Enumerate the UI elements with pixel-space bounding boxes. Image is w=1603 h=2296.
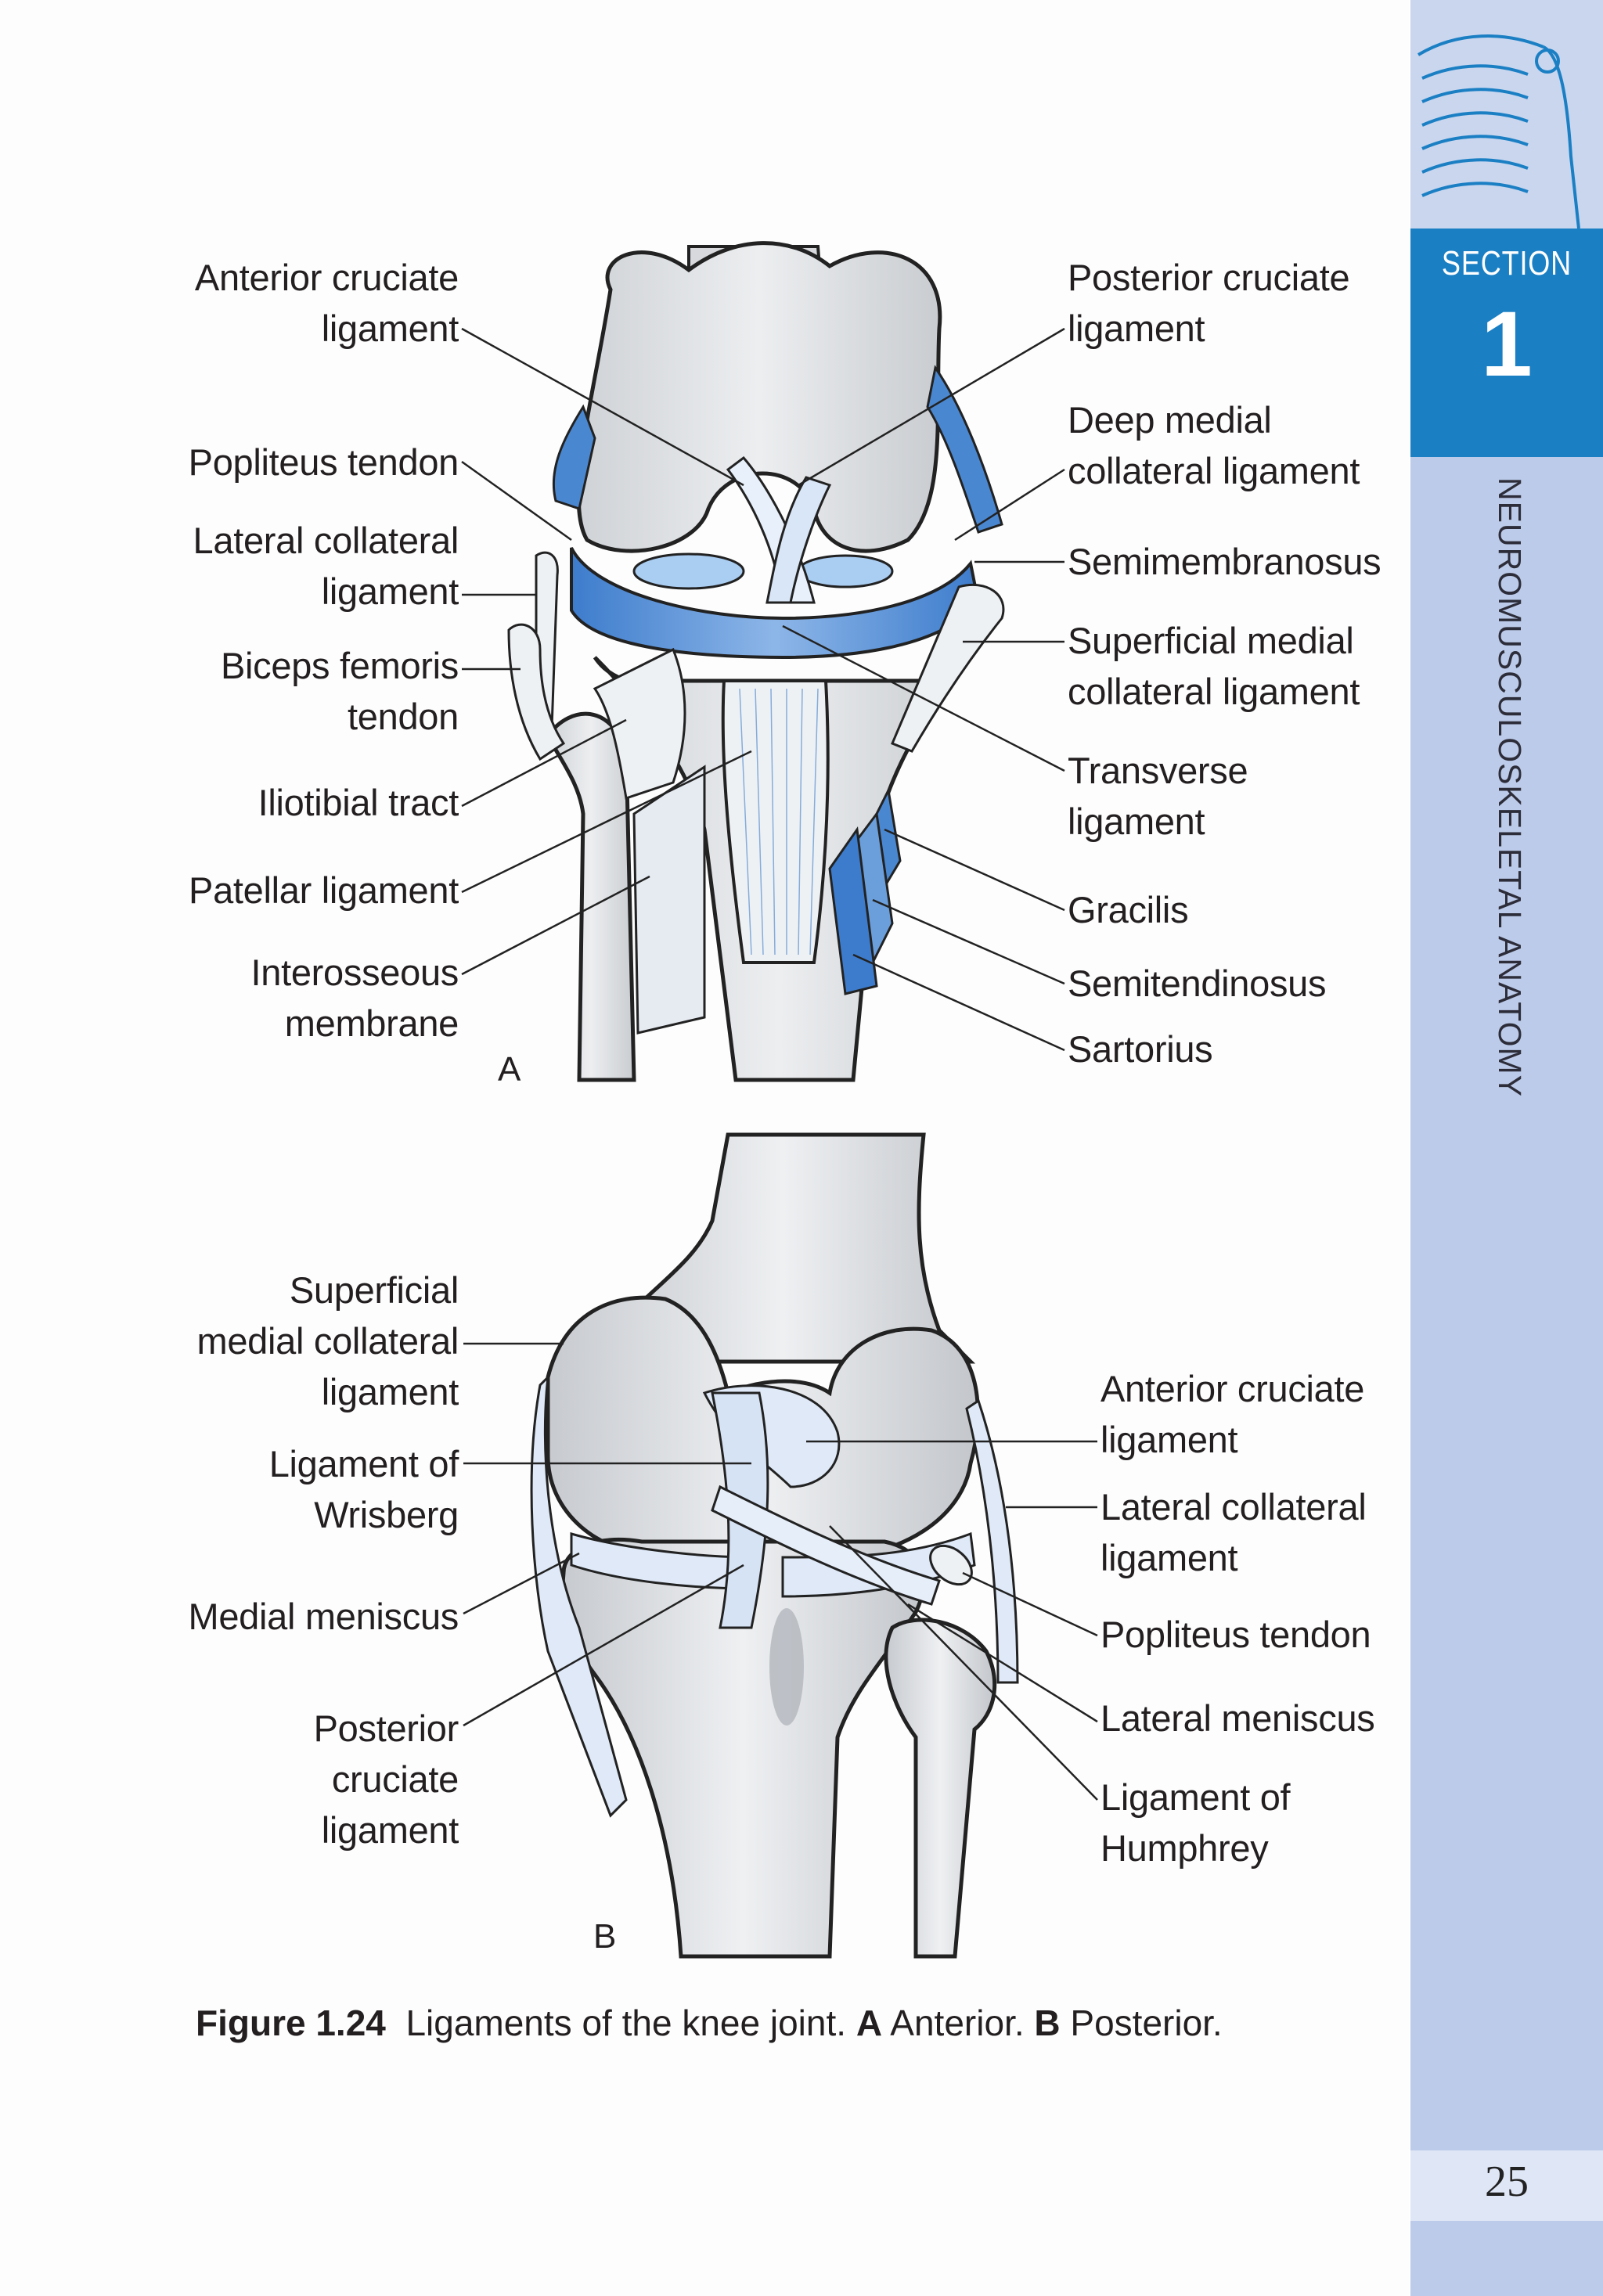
panel-letter-b: B <box>593 1917 617 1956</box>
label-biceps-femoris-tendon: Biceps femoris tendon <box>220 645 459 737</box>
figure-b-knee-posterior <box>463 1132 1098 1959</box>
label-semimembranosus: Semimembranosus <box>1068 541 1381 582</box>
label-semitendinosus: Semitendinosus <box>1068 963 1327 1004</box>
page-number: 25 <box>1485 2157 1529 2206</box>
skeleton-thumbnail <box>1410 0 1603 229</box>
section-label: SECTION <box>1441 244 1572 283</box>
label-lateral-collateral-ligament-a: Lateral collateral ligament <box>193 520 459 612</box>
section-sidebar: SECTION 1 25 <box>1410 0 1603 2296</box>
section-badge: SECTION 1 <box>1410 229 1603 457</box>
skeleton-icon <box>1417 34 1580 229</box>
label-superficial-medial-collateral-ligament-a: Superficial medial collateral ligament <box>1068 620 1360 712</box>
label-deep-medial-collateral-ligament: Deep medial collateral ligament <box>1068 399 1360 491</box>
caption-text: Ligaments of the knee joint. <box>405 2003 847 2043</box>
label-medial-meniscus: Medial meniscus <box>188 1596 459 1637</box>
label-lateral-collateral-ligament-b: Lateral collateral ligament <box>1100 1486 1367 1578</box>
label-ligament-of-wrisberg: Ligament of Wrisberg <box>268 1443 459 1535</box>
label-sartorius: Sartorius <box>1068 1028 1213 1070</box>
caption-b-letter: B <box>1034 2003 1061 2043</box>
label-popliteus-tendon-b: Popliteus tendon <box>1100 1614 1371 1655</box>
caption-a-letter: A <box>856 2003 883 2043</box>
page-number-box: 25 <box>1410 2150 1603 2221</box>
caption-a-text: Anterior. <box>890 2003 1025 2043</box>
label-popliteus-tendon-a: Popliteus tendon <box>188 441 459 483</box>
label-gracilis: Gracilis <box>1068 889 1189 930</box>
label-transverse-ligament: Transverse ligament <box>1068 750 1248 842</box>
figure-a-knee-anterior <box>461 241 1065 1082</box>
label-lateral-meniscus: Lateral meniscus <box>1100 1697 1375 1739</box>
label-patellar-ligament: Patellar ligament <box>189 869 459 911</box>
label-interosseous-membrane: Interosseous membrane <box>250 952 459 1044</box>
panel-letter-a: A <box>498 1050 521 1089</box>
section-vertical-title: NEUROMUSCULOSKELETAL ANATOMY <box>1492 477 1528 1097</box>
section-number: 1 <box>1481 293 1533 396</box>
label-superficial-medial-collateral-ligament-b: Superficial medial collateral ligament <box>196 1269 459 1413</box>
label-anterior-cruciate-ligament-a: Anterior cruciate ligament <box>194 257 459 349</box>
figure-caption: Figure 1.24 Ligaments of the knee joint.… <box>196 2002 1223 2044</box>
caption-b-text: Posterior. <box>1070 2003 1223 2043</box>
label-posterior-cruciate-ligament-a: Posterior cruciate ligament <box>1068 257 1350 349</box>
label-ligament-of-humphrey: Ligament of Humphrey <box>1100 1776 1291 1869</box>
label-iliotibial-tract: Iliotibial tract <box>258 782 459 823</box>
label-anterior-cruciate-ligament-b: Anterior cruciate ligament <box>1100 1368 1365 1460</box>
caption-figure-number: Figure 1.24 <box>196 2003 386 2043</box>
label-posterior-cruciate-ligament-b: Posterior cruciate ligament <box>313 1708 459 1851</box>
